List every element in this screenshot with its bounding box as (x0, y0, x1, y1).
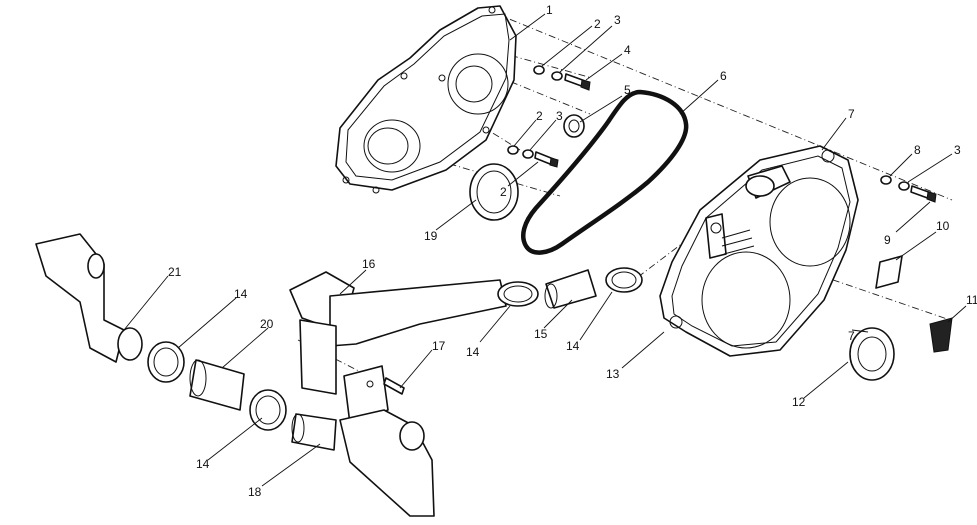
callout-10: 10 (936, 219, 950, 233)
callout-3-lower: 3 (556, 109, 563, 123)
callout-6: 6 (720, 69, 727, 83)
callout-8: 8 (914, 143, 921, 157)
callout-3-right: 3 (954, 143, 961, 157)
inner-cover (335, 5, 517, 194)
callout-1: 1 (546, 3, 553, 17)
callout-5: 5 (624, 83, 631, 97)
callout-21: 21 (168, 265, 182, 279)
callout-14-left: 14 (234, 287, 248, 301)
seal (469, 163, 519, 221)
callout-7: 7 (848, 107, 855, 121)
callout-9: 9 (884, 233, 891, 247)
callout-labels: 1 2 3 4 5 6 2 3 2 7 8 3 9 10 11 7 12 13 … (168, 3, 977, 499)
callout-15: 15 (534, 327, 548, 341)
hardware-upper (507, 65, 591, 168)
callout-4: 4 (624, 43, 631, 57)
callout-14-right: 14 (566, 339, 580, 353)
callout-2-bottom: 2 (500, 185, 507, 199)
callout-12: 12 (792, 395, 806, 409)
callout-17: 17 (432, 339, 446, 353)
callout-13: 13 (606, 367, 620, 381)
callout-18: 18 (248, 485, 262, 499)
callout-11: 11 (966, 293, 977, 307)
callout-2-lower: 2 (536, 109, 543, 123)
outer-cover (659, 145, 859, 357)
callout-3: 3 (614, 13, 621, 27)
callout-19: 19 (424, 229, 438, 243)
intake-duct-assembly (35, 233, 643, 517)
callout-20: 20 (260, 317, 274, 331)
callout-16: 16 (362, 257, 376, 271)
hardware-right (849, 175, 953, 381)
callout-2: 2 (594, 17, 601, 31)
callout-14-mid: 14 (466, 345, 480, 359)
leader-lines (123, 13, 967, 487)
callout-7-lower: 7 (848, 329, 855, 343)
drive-belt (521, 89, 689, 255)
callout-14-bottom: 14 (196, 457, 210, 471)
